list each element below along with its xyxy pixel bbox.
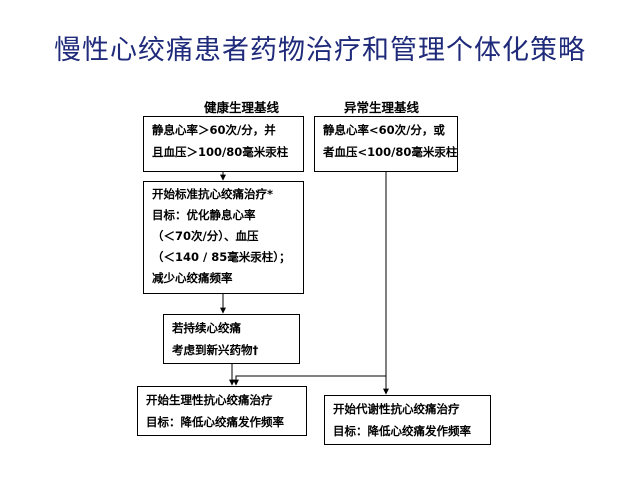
page-title: 慢性心绞痛患者药物治疗和管理个体化策略 [54,35,586,66]
standard-therapy-line-3: （＜70次/分）、血压 [152,229,259,243]
persistent-angina-line-1: 若持续心绞痛 [172,321,241,335]
standard-therapy-line-5: 减少心绞痛频率 [152,271,233,285]
healthy-baseline-line-1: 静息心率＞60次/分，并 [152,123,276,137]
healthy-baseline-line-2: 且血压＞100/80毫米汞柱 [152,145,289,159]
metabolic-therapy-line-2: 目标：降低心绞痛发作频率 [333,424,471,438]
persistent-angina-box: 若持续心绞痛 考虑到新兴药物† [163,314,300,364]
standard-therapy-line-4: （＜140 / 85毫米汞柱）； [152,250,291,264]
abnormal-baseline-label: 异常生理基线 [344,100,420,115]
healthy-baseline-label: 健康生理基线 [204,100,280,115]
abnormal-baseline-line-2: 者血压<100/80毫米汞柱 [323,145,458,159]
physiological-therapy-line-1: 开始生理性抗心绞痛治疗 [146,393,273,407]
metabolic-therapy-box: 开始代谢性抗心绞痛治疗 目标：降低心绞痛发作频率 [324,395,491,445]
healthy-baseline-box: 静息心率＞60次/分，并 且血压＞100/80毫米汞柱 [143,116,304,172]
persistent-angina-line-2: 考虑到新兴药物† [172,343,259,357]
metabolic-therapy-line-1: 开始代谢性抗心绞痛治疗 [333,402,460,416]
standard-therapy-line-2: 目标：优化静息心率 [152,208,256,222]
abnormal-baseline-box: 静息心率<60次/分，或 者血压<100/80毫米汞柱 [314,116,458,172]
physiological-therapy-line-2: 目标：降低心绞痛发作频率 [146,415,284,429]
standard-therapy-box: 开始标准抗心绞痛治疗* 目标：优化静息心率 （＜70次/分）、血压 （＜140 … [143,181,304,294]
arrow-cross-link [233,375,386,386]
standard-therapy-line-1: 开始标准抗心绞痛治疗* [152,187,274,201]
physiological-therapy-box: 开始生理性抗心绞痛治疗 目标：降低心绞痛发作频率 [137,386,307,436]
abnormal-baseline-line-1: 静息心率<60次/分，或 [323,123,445,137]
